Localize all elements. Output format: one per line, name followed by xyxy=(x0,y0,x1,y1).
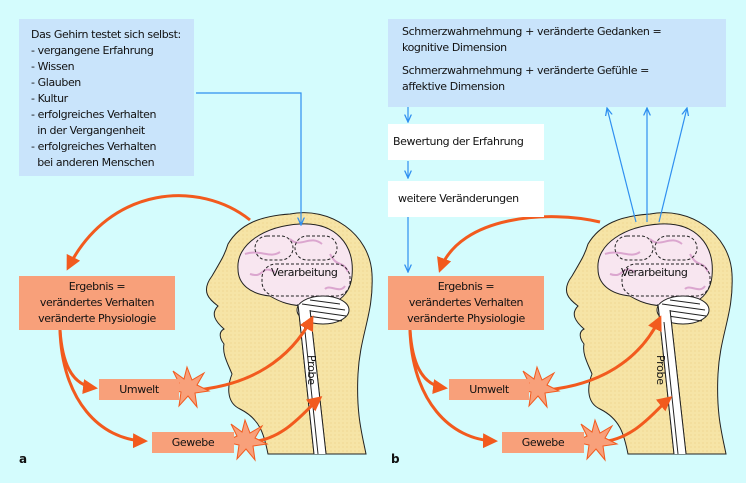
panel-label-b: b xyxy=(391,452,400,466)
result-line: Ergebnis = xyxy=(68,280,126,293)
self-test-item: - erfolgreiches Verhalten xyxy=(31,108,157,121)
result-to-tissue-arrow-a xyxy=(58,329,148,449)
self-test-item: - vergangene Erfahrung xyxy=(31,44,154,57)
tissue-label: Gewebe xyxy=(171,436,215,449)
self-test-item: in der Vergangenheit xyxy=(31,124,145,137)
result-to-environment-arrow-b xyxy=(408,329,448,395)
self-test-item: - Wissen xyxy=(31,60,75,73)
evaluation-step-label: Bewertung der Erfahrung xyxy=(393,135,524,148)
cognitive-line-1: Schmerzwahrnehmung + veränderte Gedanken… xyxy=(402,25,662,38)
probe-label-a: Probe xyxy=(305,355,318,385)
tissue-box-a: Gewebe xyxy=(152,432,234,453)
processing-label-b: Verarbeitung xyxy=(621,266,688,279)
brain-to-dimension-arrow-1 xyxy=(607,108,637,223)
self-test-item: - erfolgreiches Verhalten xyxy=(31,140,157,153)
self-test-item: - Kultur xyxy=(31,92,68,105)
head-brain-illustration-a xyxy=(205,211,374,455)
result-line: Ergebnis = xyxy=(437,280,495,293)
self-test-box: Das Gehirn testet sich selbst: - vergang… xyxy=(19,19,194,176)
probe-label-b: Probe xyxy=(654,355,667,385)
feedback-arrow-b xyxy=(437,215,601,273)
brain-to-dimension-arrow-3 xyxy=(658,108,687,223)
result-to-environment-arrow-a xyxy=(58,329,98,395)
cognitive-line-2: kognitive Dimension xyxy=(402,41,507,54)
result-line: verändertes Verhalten xyxy=(408,296,524,309)
further-changes-label: weitere Veränderungen xyxy=(398,192,519,205)
processing-label-a: Verarbeitung xyxy=(271,266,338,279)
panel-label-a: a xyxy=(19,452,28,466)
environment-label: Umwelt xyxy=(469,383,509,396)
dimension-box: Schmerzwahrnehmung + veränderte Gedanken… xyxy=(388,19,726,107)
tissue-box-b: Gewebe xyxy=(502,432,584,453)
result-line: veränderte Physiologie xyxy=(38,312,156,325)
affective-line-1: Schmerzwahrnehmung + veränderte Gefühle … xyxy=(402,64,649,77)
further-changes-step-box: weitere Veränderungen xyxy=(388,181,544,217)
result-line: veränderte Physiologie xyxy=(407,312,525,325)
feedback-arrow-a xyxy=(66,194,251,271)
result-to-tissue-arrow-b xyxy=(408,329,498,449)
self-test-title: Das Gehirn testet sich selbst: xyxy=(31,28,181,41)
environment-label: Umwelt xyxy=(119,383,159,396)
evaluation-step-box: Bewertung der Erfahrung xyxy=(388,124,544,160)
result-line: verändertes Verhalten xyxy=(39,296,155,309)
affective-line-2: affektive Dimension xyxy=(402,80,505,93)
environment-to-brain-arrow-a xyxy=(195,315,314,392)
environment-box-a: Umwelt xyxy=(99,379,179,400)
self-test-item: - Glauben xyxy=(31,76,81,89)
connector-arrow-a xyxy=(196,92,301,225)
self-test-item: bei anderen Menschen xyxy=(31,156,155,169)
tissue-label: Gewebe xyxy=(521,436,565,449)
result-box-b: Ergebnis = verändertes Verhalten verände… xyxy=(388,276,544,330)
environment-box-b: Umwelt xyxy=(449,379,529,400)
environment-to-brain-arrow-b xyxy=(545,315,662,392)
result-box-a: Ergebnis = verändertes Verhalten verände… xyxy=(19,276,175,330)
